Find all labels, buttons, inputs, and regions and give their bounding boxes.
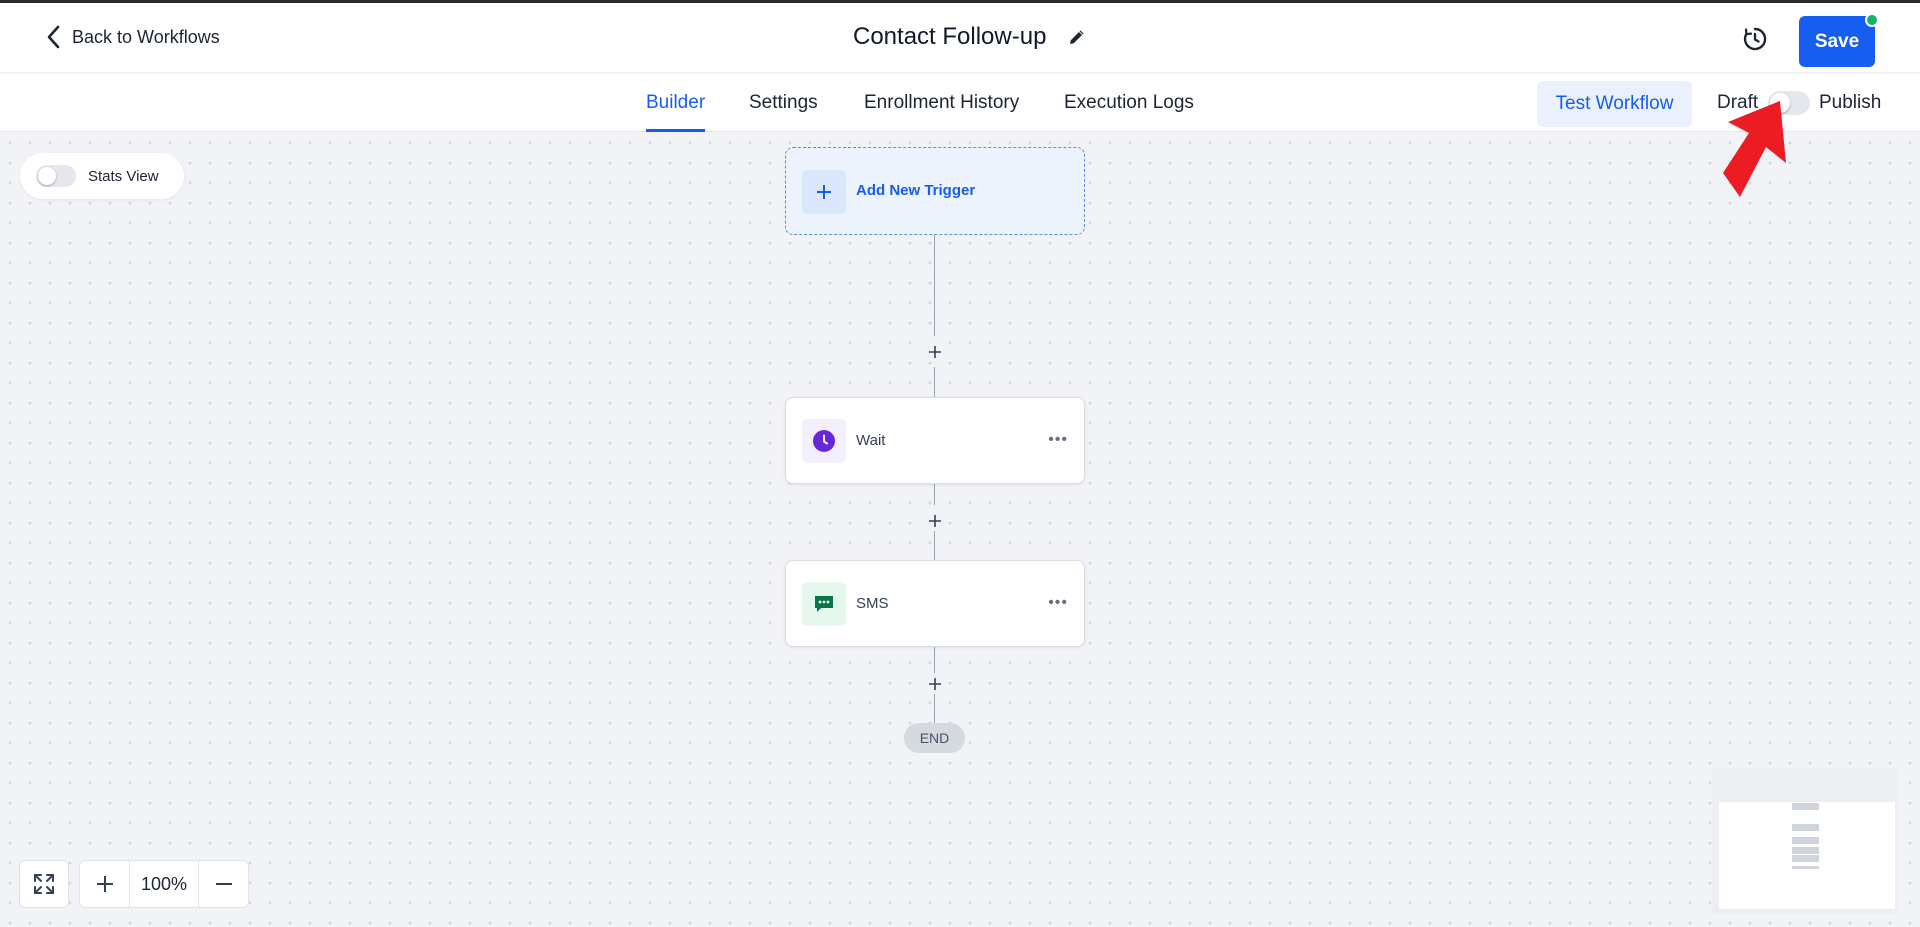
test-workflow-button[interactable]: Test Workflow [1537, 81, 1692, 127]
tab-bar: Builder Settings Enrollment History Exec… [0, 74, 1920, 132]
connector-line [934, 484, 935, 505]
connector-line [934, 647, 935, 676]
stats-view-label: Stats View [88, 167, 159, 185]
header-bar: Back to Workflows Contact Follow-up Save [0, 3, 1920, 73]
zoom-level: 100% [129, 861, 199, 907]
tab-enrollment-history[interactable]: Enrollment History [864, 92, 1020, 113]
node-menu-icon[interactable]: ••• [1048, 431, 1068, 448]
publish-label: Publish [1819, 92, 1882, 113]
window-top-border [0, 0, 1920, 3]
version-history-button[interactable] [1742, 26, 1768, 57]
connector-line [934, 235, 935, 336]
fit-to-screen-button[interactable] [19, 860, 69, 908]
minimap-node [1792, 824, 1819, 831]
active-tab-indicator [646, 129, 705, 132]
zoom-controls: 100% [79, 860, 249, 908]
connector-line [934, 367, 935, 397]
history-clock-icon [1743, 27, 1767, 51]
stats-view-toggle[interactable]: Stats View [20, 153, 184, 199]
connector-line [934, 531, 935, 560]
wait-action-node[interactable]: Wait ••• [785, 397, 1085, 484]
node-icon-box [802, 582, 846, 626]
chevron-left-icon [47, 25, 60, 49]
save-status-dot [1865, 13, 1879, 27]
minimap[interactable] [1712, 768, 1897, 913]
add-step-button[interactable] [924, 673, 945, 694]
add-new-trigger-card[interactable]: Add New Trigger [785, 147, 1085, 235]
tab-settings[interactable]: Settings [749, 92, 818, 113]
workflow-title: Contact Follow-up [853, 23, 1047, 50]
zoom-out-button[interactable] [199, 861, 248, 907]
tab-execution-logs[interactable]: Execution Logs [1064, 92, 1194, 113]
draft-label: Draft [1717, 92, 1759, 113]
stats-toggle-switch[interactable] [36, 165, 76, 187]
back-to-workflows-link[interactable]: Back to Workflows [46, 25, 220, 49]
plus-icon [817, 185, 831, 199]
trigger-plus-box [802, 170, 846, 214]
node-label: Wait [856, 432, 886, 449]
save-button[interactable]: Save [1799, 16, 1875, 67]
back-label: Back to Workflows [72, 26, 220, 47]
red-arrow-icon [1723, 101, 1786, 197]
plus-icon [96, 876, 113, 892]
minimap-node [1792, 855, 1819, 862]
add-step-button[interactable] [924, 510, 945, 531]
connector-line [934, 694, 935, 723]
message-icon [815, 596, 833, 612]
clock-icon [813, 430, 835, 452]
workflow-title-group: Contact Follow-up [853, 23, 1086, 51]
plus-icon [928, 514, 941, 527]
zoom-in-button[interactable] [80, 861, 129, 907]
node-menu-icon[interactable]: ••• [1048, 594, 1068, 611]
workflow-canvas[interactable] [0, 133, 1920, 927]
node-label: SMS [856, 595, 889, 612]
node-icon-box [802, 419, 846, 463]
pencil-edit-icon[interactable] [1068, 28, 1086, 46]
minimap-node [1792, 866, 1819, 869]
minimap-node [1792, 837, 1819, 844]
minus-icon [215, 883, 232, 885]
toggle-knob [38, 167, 56, 185]
sms-action-node[interactable]: SMS ••• [785, 560, 1085, 647]
trigger-label: Add New Trigger [856, 182, 976, 199]
minimap-node [1792, 803, 1819, 810]
plus-icon [928, 677, 941, 690]
add-step-button[interactable] [924, 341, 945, 362]
plus-icon [928, 345, 941, 358]
end-marker: END [904, 723, 965, 753]
tab-builder[interactable]: Builder [646, 92, 706, 113]
expand-icon [34, 874, 54, 894]
minimap-node [1792, 847, 1819, 854]
